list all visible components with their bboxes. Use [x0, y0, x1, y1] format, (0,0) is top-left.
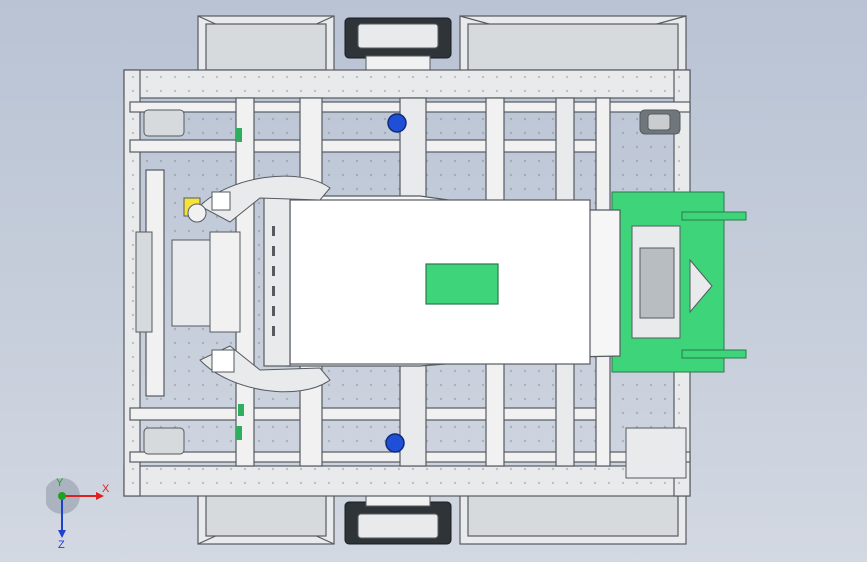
- frame-truss-top-right: [459, 15, 687, 79]
- green-clips: [236, 128, 244, 440]
- center-body: [263, 195, 621, 367]
- side-rollers: [135, 109, 687, 479]
- axis-triad-icon: X Y Z: [46, 478, 110, 548]
- linkage-assembly: [171, 197, 241, 333]
- bearing-icon: [385, 113, 407, 453]
- axis-z-label: Z: [58, 539, 65, 548]
- green-intake-bracket: [611, 191, 747, 373]
- frame-truss-top-left: [197, 15, 335, 79]
- arm-plate-top: [199, 175, 331, 223]
- axis-y-label: Y: [56, 478, 64, 489]
- arm-plate-bottom: [199, 345, 331, 393]
- axis-x-label: X: [102, 483, 110, 495]
